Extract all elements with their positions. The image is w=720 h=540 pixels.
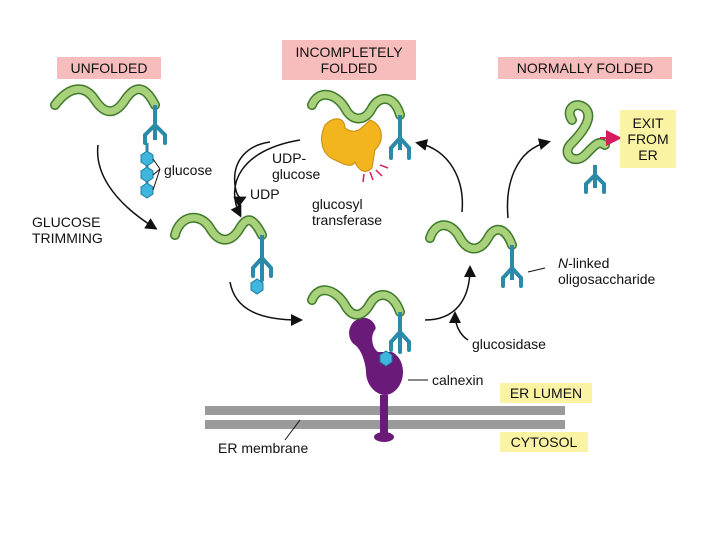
glucosidase-label: glucosidase bbox=[472, 336, 546, 352]
glucosyl-transferase-line1: glucosyl bbox=[312, 196, 363, 212]
stage-incompletely-line1: INCOMPLETELY bbox=[295, 44, 403, 60]
trimmed-protein bbox=[170, 212, 273, 295]
oligosaccharide-text: oligosaccharide bbox=[558, 271, 656, 287]
exit-line3: ER bbox=[638, 147, 658, 163]
n-linked-italic: N bbox=[558, 255, 569, 271]
stage-incompletely-folded-label: INCOMPLETELY FOLDED bbox=[282, 40, 416, 80]
glucose-label: glucose bbox=[164, 162, 213, 178]
er-lumen-label: ER LUMEN bbox=[500, 383, 592, 403]
er-membrane-label: ER membrane bbox=[218, 440, 309, 456]
n-linked-oligosaccharide-label: N-linked oligosaccharide bbox=[558, 255, 655, 287]
exit-line1: EXIT bbox=[632, 115, 664, 131]
udp-label: UDP bbox=[250, 186, 280, 202]
glucosyl-transferase-label: glucosyl transferase bbox=[312, 196, 382, 228]
glucose-trimming-line2: TRIMMING bbox=[32, 230, 103, 246]
glucose-trimming-label: GLUCOSE TRIMMING bbox=[32, 214, 103, 246]
glucose-free-protein bbox=[425, 220, 523, 288]
glucose-residues bbox=[140, 143, 161, 199]
calnexin-label: calnexin bbox=[432, 372, 484, 388]
calnexin-protein bbox=[349, 317, 403, 442]
udp-glucose-label: UDP- glucose bbox=[272, 150, 320, 182]
unfolded-protein bbox=[50, 84, 167, 145]
cytosol-label: CYTOSOL bbox=[500, 432, 588, 452]
n-linked-rest: -linked bbox=[568, 255, 610, 271]
udp-glucose-line2: glucose bbox=[272, 166, 321, 182]
stage-unfolded-label: UNFOLDED bbox=[57, 57, 161, 79]
normally-folded-protein bbox=[562, 100, 610, 194]
stage-normally-folded-label: NORMALLY FOLDED bbox=[498, 57, 672, 79]
calnexin-bound-protein bbox=[307, 285, 411, 367]
stage-incompletely-line2: FOLDED bbox=[320, 60, 378, 76]
exit-from-er-label: EXIT FROM ER bbox=[620, 110, 676, 168]
incompletely-folded-protein bbox=[307, 89, 411, 160]
glucosyl-transferase bbox=[321, 118, 389, 183]
exit-line2: FROM bbox=[627, 131, 669, 147]
glucose-trimming-line1: GLUCOSE bbox=[32, 214, 101, 230]
udp-glucose-line1: UDP- bbox=[272, 150, 307, 166]
glucosyl-transferase-line2: transferase bbox=[312, 212, 383, 228]
